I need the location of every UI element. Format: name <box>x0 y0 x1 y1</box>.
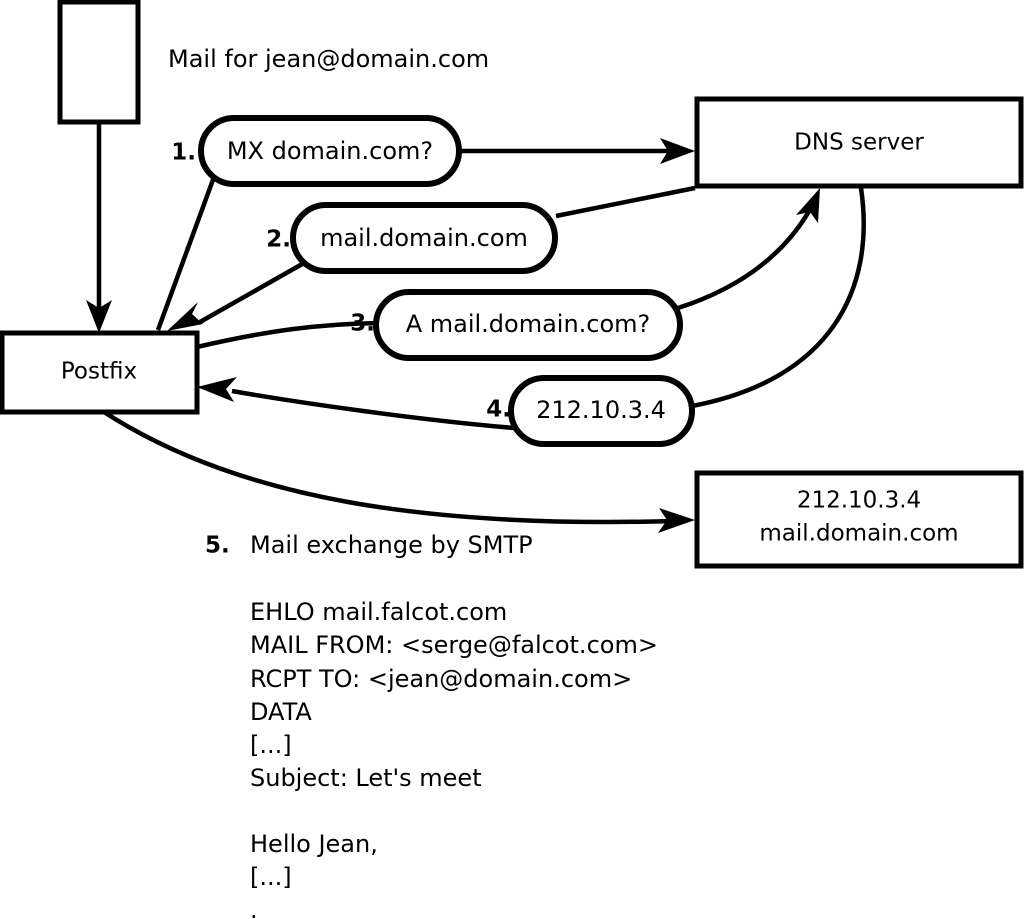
step-2-bubble: mail.domain.com 2. <box>266 202 558 274</box>
step-5-number: 5. <box>205 533 230 559</box>
edge-step2-to-postfix-line <box>198 261 306 324</box>
step-2-bubble-label: mail.domain.com <box>320 224 528 252</box>
edge-postfix-to-step3-bubble <box>196 320 381 350</box>
transcript-line: [...] <box>250 731 292 759</box>
step-3-bubble-label: A mail.domain.com? <box>406 310 651 338</box>
mail-host-box-rect <box>694 470 1024 569</box>
transcript-line: . <box>250 896 258 919</box>
smtp-transcript: EHLO mail.falcot.com MAIL FROM: <serge@f… <box>250 598 658 919</box>
step-5-title: Mail exchange by SMTP <box>250 531 533 559</box>
postfix-node: Postfix <box>0 330 200 415</box>
step-4-bubble-rect <box>508 375 695 447</box>
dns-server-box-rect <box>694 96 1024 189</box>
transcript-line: Subject: Let's meet <box>250 764 482 792</box>
step-3-bubble: A mail.domain.com? 3. <box>350 289 683 361</box>
transcript-line: DATA <box>250 698 312 726</box>
step-2-number: 2. <box>266 227 291 253</box>
step-4-number: 4. <box>486 397 511 423</box>
edge-step3-to-dns <box>677 188 820 311</box>
edge-step3-to-dns-arrowhead <box>796 188 820 223</box>
edge-dns-to-step4-bubble <box>691 187 866 409</box>
edge-step4-to-postfix-line <box>231 388 515 431</box>
edge-step2-to-postfix-arrowhead <box>167 302 203 331</box>
transcript-line: Hello Jean, <box>250 830 378 858</box>
step-1-number: 1. <box>171 140 196 166</box>
edge-step3-to-dns-line <box>677 204 814 311</box>
edge-step1-to-dns <box>460 138 695 164</box>
step-2-bubble-rect <box>290 202 558 274</box>
transcript-line: RCPT TO: <jean@domain.com> <box>250 665 632 693</box>
step-1-bubble-rect <box>198 115 462 187</box>
step-3-number: 3. <box>350 311 375 337</box>
client-box-rect <box>57 0 141 125</box>
client-box <box>57 0 141 125</box>
edge-postfix-to-step1-bubble <box>155 176 217 331</box>
dns-server-label: DNS server <box>794 130 924 156</box>
mail-host-hostname: mail.domain.com <box>759 521 958 547</box>
transcript-line: EHLO mail.falcot.com <box>250 598 507 626</box>
step-1-bubble: MX domain.com? 1. <box>171 115 462 187</box>
edge-step4-to-postfix-arrowhead <box>197 377 237 402</box>
edge-postfix-to-mailhost <box>102 410 695 533</box>
dns-server-node: DNS server <box>694 96 1024 189</box>
mail-host-ip: 212.10.3.4 <box>797 488 921 514</box>
edge-step1-to-dns-arrowhead <box>660 138 695 164</box>
edge-postfix-to-mailhost-line <box>102 410 676 525</box>
transcript-line: [...] <box>250 863 292 891</box>
edge-step2-to-postfix <box>167 261 306 331</box>
step-4-bubble-label: 212.10.3.4 <box>536 396 666 424</box>
step-4-bubble: 212.10.3.4 4. <box>486 375 695 447</box>
edge-postfix-to-mailhost-arrowhead <box>658 508 695 533</box>
edge-client-to-postfix-arrowhead <box>86 300 112 333</box>
mail-host-node: 212.10.3.4 mail.domain.com <box>694 470 1024 569</box>
step-3-bubble-rect <box>373 289 683 361</box>
edge-client-to-postfix <box>86 123 112 333</box>
mail-for-note: Mail for jean@domain.com <box>168 45 489 73</box>
edge-step4-to-postfix <box>197 377 515 431</box>
postfix-label: Postfix <box>61 359 137 385</box>
edge-dns-to-step2-bubble <box>555 185 696 219</box>
step-1-bubble-label: MX domain.com? <box>227 137 433 165</box>
postfix-box-rect <box>0 330 200 415</box>
transcript-line: MAIL FROM: <serge@falcot.com> <box>250 631 658 659</box>
